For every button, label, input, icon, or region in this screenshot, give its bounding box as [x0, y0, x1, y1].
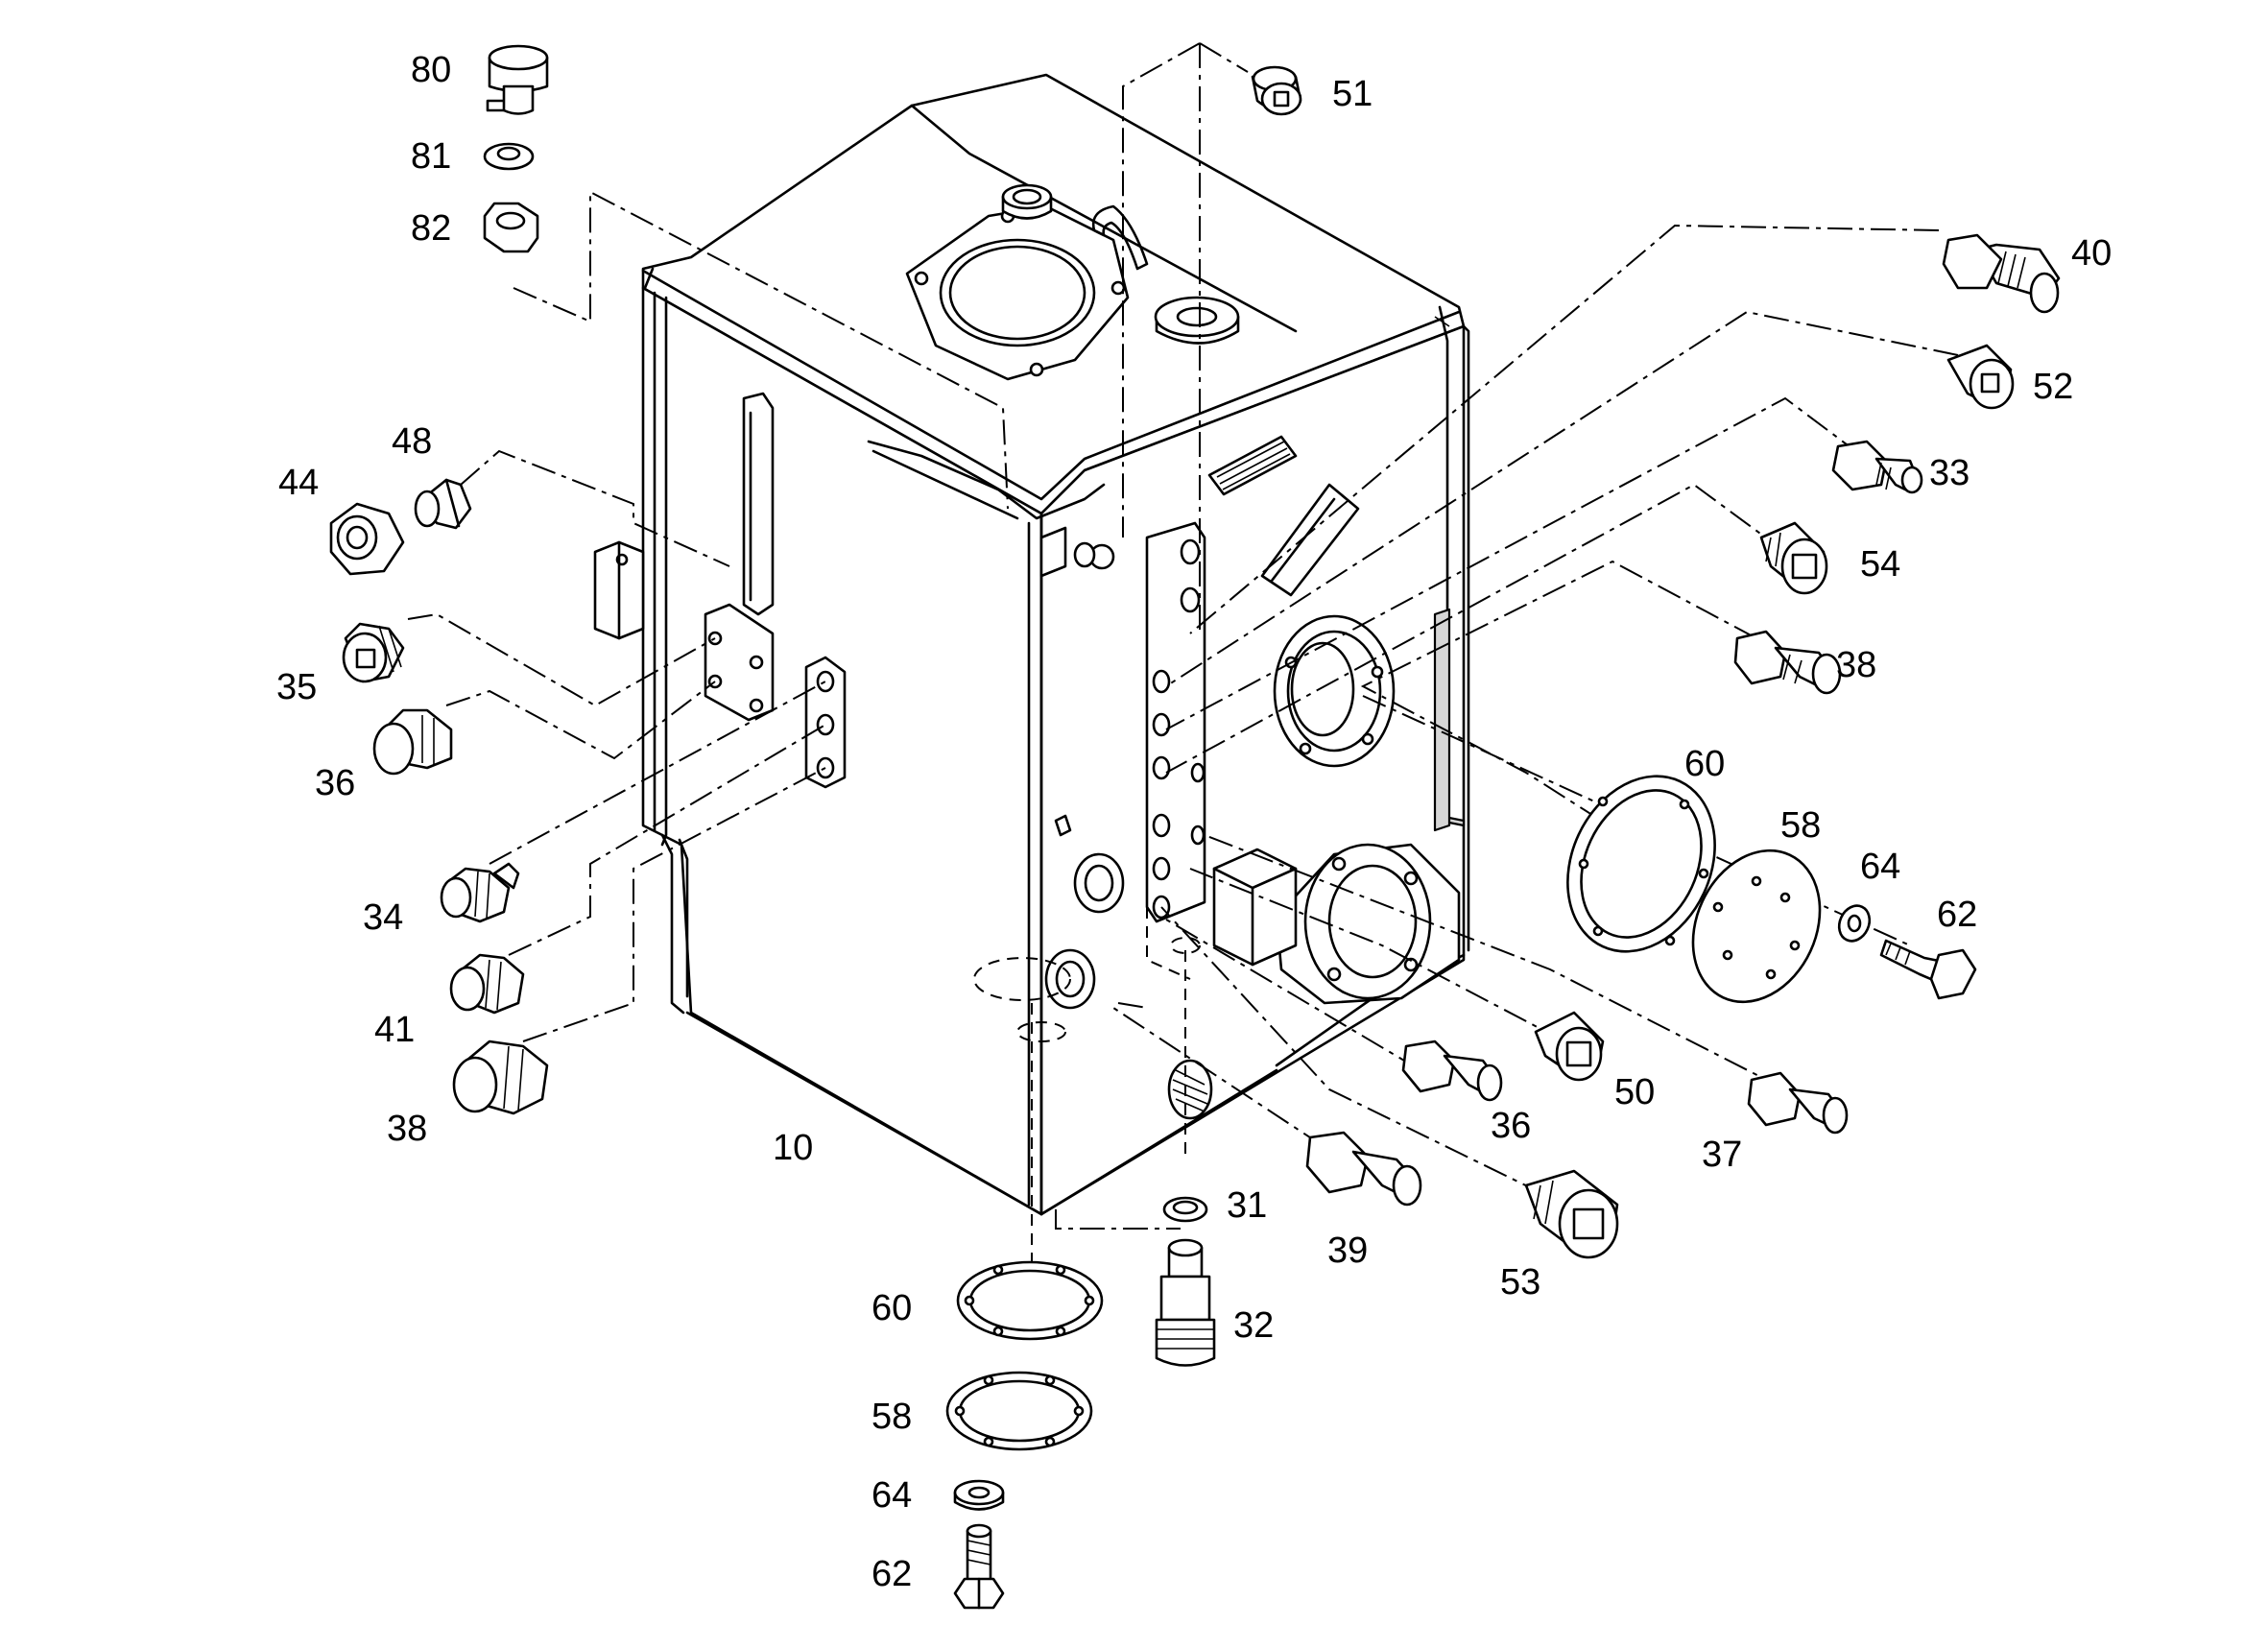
- part-64-washer-bottom: [953, 1479, 1005, 1511]
- part-52-plug: [1946, 344, 2015, 410]
- callout-31: 31: [1227, 1185, 1267, 1226]
- left-face-details: [593, 392, 1115, 837]
- callout-32: 32: [1233, 1305, 1274, 1346]
- part-48-fitting: [414, 478, 472, 530]
- part-58-cover-right: [1691, 848, 1822, 1004]
- callout-36b: 36: [1491, 1106, 1531, 1146]
- callout-51: 51: [1332, 74, 1373, 114]
- part-38-fitting-right: [1733, 630, 1842, 695]
- callout-labels: 80 81 82 51 40 52 33 54 38 60 58 64 62 4…: [276, 50, 2112, 1594]
- part-53-plug: [1524, 1169, 1619, 1259]
- part-60-gasket-bottom: [956, 1260, 1104, 1341]
- right-face-details: [1044, 435, 1461, 1120]
- part-37-fitting: [1747, 1071, 1849, 1135]
- callout-62b: 62: [871, 1554, 912, 1594]
- callout-54: 54: [1860, 544, 1900, 585]
- part-32-filter: [1155, 1238, 1216, 1367]
- part-44-nut: [329, 502, 405, 576]
- part-80-cap: [486, 44, 549, 115]
- part-51-plug: [1251, 65, 1302, 116]
- callout-37: 37: [1702, 1135, 1742, 1175]
- callout-82: 82: [411, 208, 451, 249]
- part-38-fitting-left: [452, 1040, 549, 1115]
- callout-48: 48: [392, 421, 432, 462]
- callout-39: 39: [1327, 1231, 1368, 1271]
- part-62-bolt-right: [1879, 939, 1977, 1000]
- callout-36a: 36: [315, 763, 355, 803]
- callout-58b: 58: [871, 1397, 912, 1437]
- fill-port-flange: [905, 183, 1240, 381]
- callout-50: 50: [1614, 1072, 1655, 1112]
- callout-62a: 62: [1937, 895, 1977, 935]
- callout-33: 33: [1929, 453, 1970, 493]
- part-50-plug: [1534, 1011, 1605, 1082]
- part-36-fitting-lower: [1401, 1040, 1503, 1102]
- part-82-nut: [483, 202, 539, 253]
- part-54-plug: [1759, 521, 1828, 595]
- callout-44: 44: [278, 463, 319, 503]
- callout-64b: 64: [871, 1475, 912, 1516]
- callout-80: 80: [411, 50, 451, 90]
- part-35-plug: [342, 622, 405, 683]
- callout-40: 40: [2071, 233, 2112, 274]
- callout-60a: 60: [1684, 744, 1725, 784]
- part-58-cover-bottom: [945, 1371, 1093, 1451]
- callout-64a: 64: [1860, 847, 1900, 887]
- part-64-washer-right: [1837, 904, 1872, 943]
- part-33-fitting: [1831, 440, 1923, 494]
- callout-41: 41: [374, 1010, 415, 1050]
- callout-60b: 60: [871, 1288, 912, 1328]
- part-36-fitting-left: [372, 708, 453, 776]
- callout-58a: 58: [1780, 805, 1821, 846]
- part-39-fitting: [1305, 1131, 1422, 1207]
- part-40-fitting: [1942, 233, 2061, 314]
- part-41-fitting: [449, 953, 525, 1015]
- part-60-gasket-right: [1566, 775, 1716, 953]
- part-34-fitting: [440, 862, 520, 923]
- callout-38a: 38: [1836, 645, 1876, 685]
- callout-34: 34: [363, 897, 403, 938]
- part-62-bolt-bottom: [953, 1523, 1005, 1610]
- callout-10: 10: [773, 1128, 813, 1168]
- part-81-washer: [483, 142, 535, 171]
- part-31-seal: [1162, 1196, 1208, 1223]
- callout-81: 81: [411, 136, 451, 177]
- callout-35: 35: [276, 667, 317, 707]
- leader-lines: [407, 42, 1959, 1262]
- callout-52: 52: [2033, 367, 2073, 407]
- callout-53: 53: [1500, 1262, 1540, 1302]
- callout-38b: 38: [387, 1109, 427, 1149]
